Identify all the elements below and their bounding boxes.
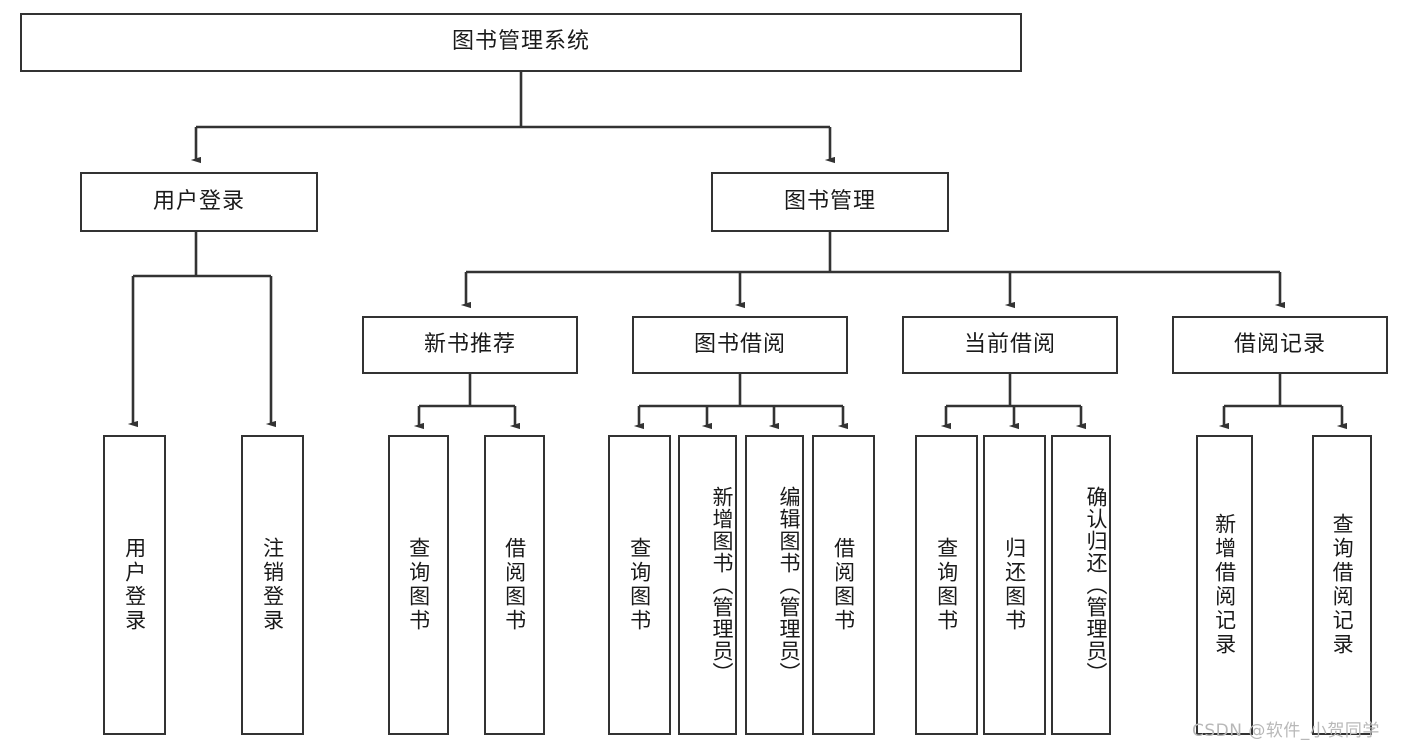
node-user-login-label: 用户登录 [152, 188, 245, 214]
node-leaf-query-book-new[interactable]: 查询图书 [388, 435, 449, 735]
node-book-management-label: 图书管理 [783, 188, 876, 214]
node-leaf-query-borrow-record[interactable]: 查询借阅记录 [1312, 435, 1372, 735]
node-new-book-recommend[interactable]: 新书推荐 [362, 316, 578, 374]
node-leaf-query-book-new-label: 查询图书 [406, 537, 431, 633]
node-root[interactable]: 图书管理系统 [20, 13, 1022, 72]
node-book-management[interactable]: 图书管理 [711, 172, 949, 232]
node-leaf-add-borrow-record-label: 新增借阅记录 [1212, 513, 1237, 657]
node-leaf-user-login[interactable]: 用户登录 [103, 435, 166, 735]
node-borrow-record-label: 借阅记录 [1233, 331, 1326, 357]
node-leaf-add-borrow-record[interactable]: 新增借阅记录 [1196, 435, 1253, 735]
node-borrow-record[interactable]: 借阅记录 [1172, 316, 1388, 374]
node-leaf-confirm-return-admin[interactable]: 确认归还（管理员） [1051, 435, 1111, 735]
node-leaf-return-book[interactable]: 归还图书 [983, 435, 1046, 735]
node-current-borrow[interactable]: 当前借阅 [902, 316, 1118, 374]
node-leaf-query-book-current-label: 查询图书 [934, 537, 959, 633]
node-leaf-borrow-book[interactable]: 借阅图书 [812, 435, 875, 735]
node-book-borrow[interactable]: 图书借阅 [632, 316, 848, 374]
node-leaf-return-book-label: 归还图书 [1002, 537, 1027, 633]
node-leaf-query-book-current[interactable]: 查询图书 [915, 435, 978, 735]
node-current-borrow-label: 当前借阅 [963, 331, 1056, 357]
node-leaf-add-book-admin-label: 新增图书（管理员） [710, 486, 734, 684]
node-leaf-user-login-label: 用户登录 [122, 537, 147, 633]
node-leaf-query-book-borrow-label: 查询图书 [627, 537, 652, 633]
node-leaf-logout[interactable]: 注销登录 [241, 435, 304, 735]
node-leaf-add-book-admin[interactable]: 新增图书（管理员） [678, 435, 737, 735]
csdn-watermark: CSDN @软件_小贺同学 [1192, 721, 1380, 741]
node-leaf-edit-book-admin-label: 编辑图书（管理员） [777, 486, 801, 684]
node-new-book-recommend-label: 新书推荐 [423, 331, 516, 357]
node-leaf-borrow-book-new-label: 借阅图书 [502, 537, 527, 633]
node-book-borrow-label: 图书借阅 [693, 331, 786, 357]
node-leaf-borrow-book-new[interactable]: 借阅图书 [484, 435, 545, 735]
node-leaf-confirm-return-admin-label: 确认归还（管理员） [1084, 486, 1108, 684]
node-user-login[interactable]: 用户登录 [80, 172, 318, 232]
node-leaf-borrow-book-label: 借阅图书 [831, 537, 856, 633]
node-root-label: 图书管理系统 [451, 29, 590, 55]
node-leaf-query-book-borrow[interactable]: 查询图书 [608, 435, 671, 735]
node-leaf-edit-book-admin[interactable]: 编辑图书（管理员） [745, 435, 804, 735]
node-leaf-query-borrow-record-label: 查询借阅记录 [1330, 513, 1355, 657]
node-leaf-logout-label: 注销登录 [260, 537, 285, 633]
